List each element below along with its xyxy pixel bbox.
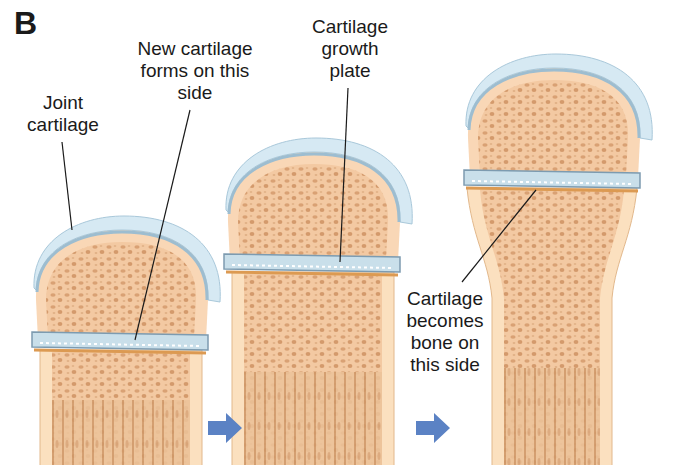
panel-letter: B bbox=[14, 6, 44, 40]
leader-line bbox=[340, 88, 348, 262]
bone-stage-2 bbox=[224, 138, 412, 465]
leader-line bbox=[62, 142, 72, 230]
part-label: New cartilage forms on this side bbox=[133, 38, 257, 104]
leader-line bbox=[462, 190, 536, 282]
part-label: Joint cartilage bbox=[13, 92, 113, 136]
part-label: Cartilage becomes bone on this side bbox=[400, 288, 490, 376]
bone-stage-1 bbox=[32, 216, 220, 465]
progress-arrow bbox=[208, 413, 242, 443]
leader-line bbox=[135, 110, 190, 340]
part-label: Cartilage growth plate bbox=[302, 16, 398, 82]
progress-arrow bbox=[416, 413, 450, 443]
bone-stage-3 bbox=[464, 54, 652, 465]
